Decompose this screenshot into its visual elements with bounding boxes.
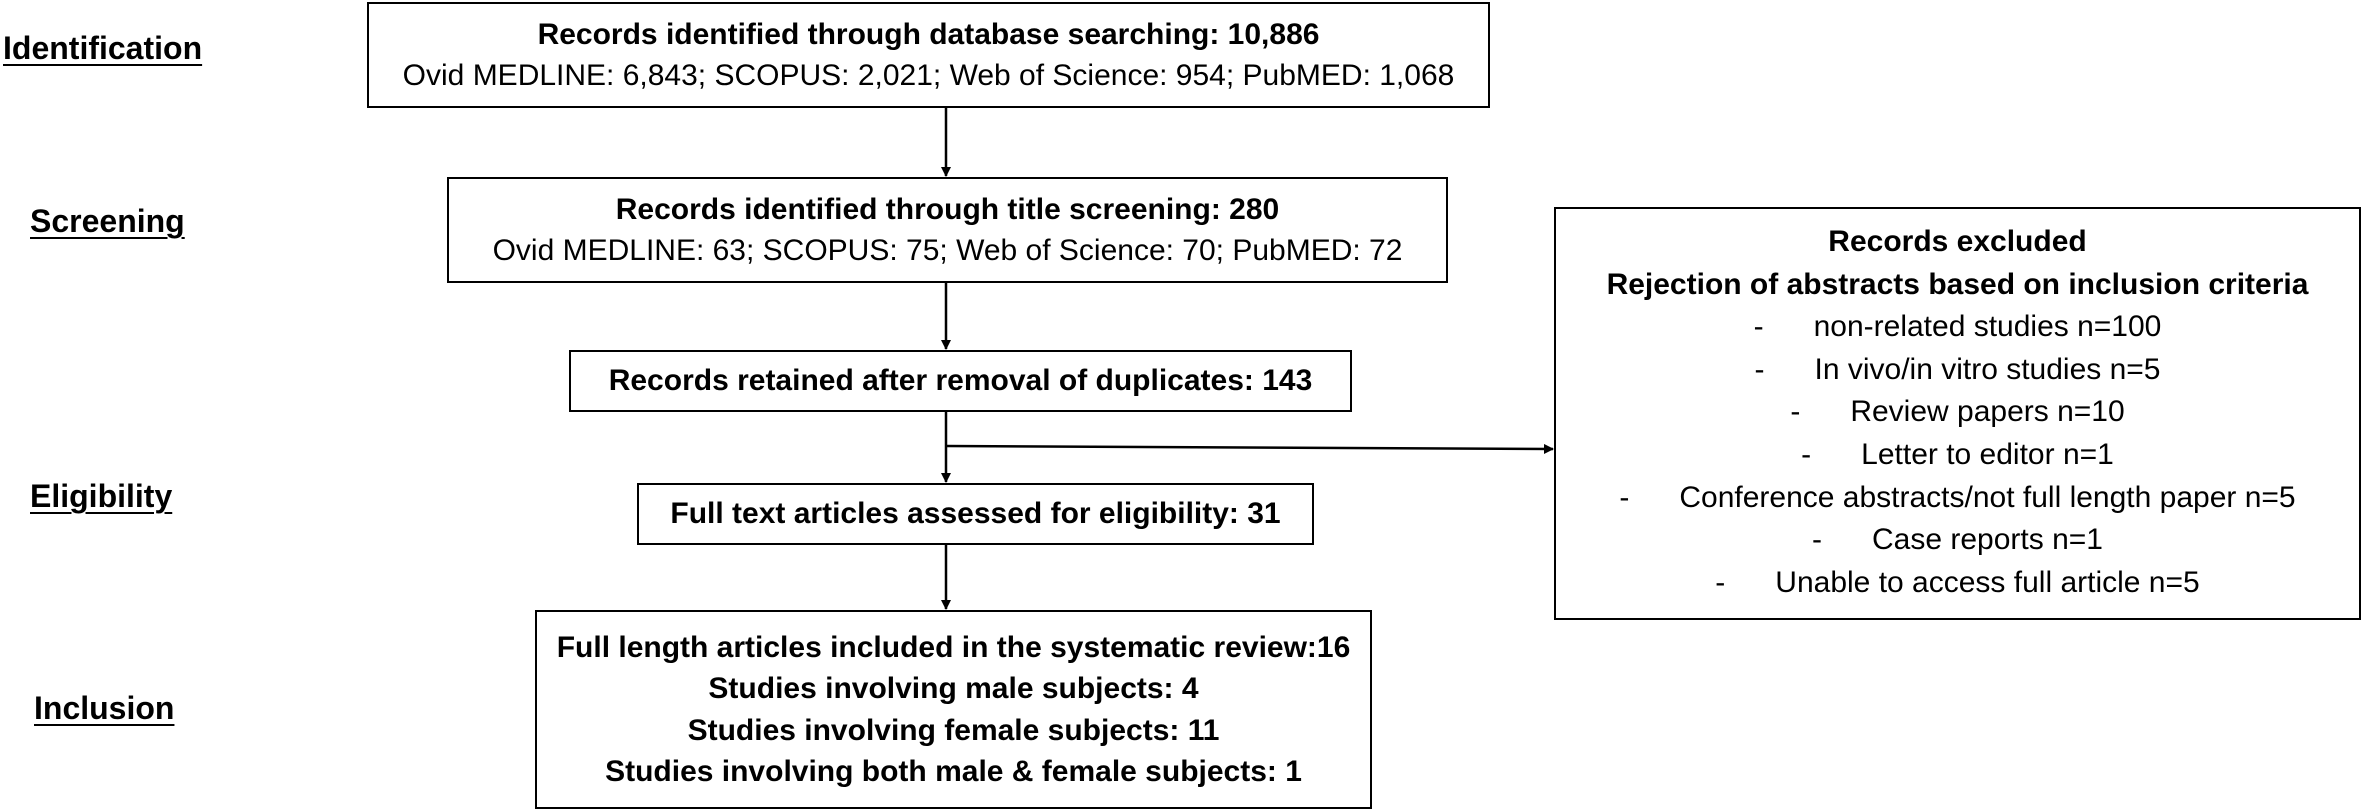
- phase-label-screening: Screening: [30, 203, 185, 239]
- included-line-1: Full length articles included in the sys…: [556, 630, 1351, 664]
- records-identified-detail: Ovid MEDLINE: 6,843; SCOPUS: 2,021; Web …: [402, 59, 1455, 92]
- excluded-subtitle: Rejection of abstracts based on inclusio…: [1606, 267, 2309, 301]
- excluded-item: - Conference abstracts/not full length p…: [1619, 480, 2296, 514]
- phase-label-identification: Identification: [3, 30, 203, 66]
- box-included-studies: Full length articles included in the sys…: [535, 610, 1372, 809]
- excluded-item: - Letter to editor n=1: [1801, 437, 2114, 471]
- box-deduplicated: Records retained after removal of duplic…: [569, 350, 1352, 412]
- title-screening-title: Records identified through title screeni…: [615, 192, 1280, 226]
- phase-label-inclusion: Inclusion: [34, 690, 175, 726]
- excluded-item: - Unable to access full article n=5: [1715, 565, 2200, 599]
- title-screening-detail: Ovid MEDLINE: 63; SCOPUS: 75; Web of Sci…: [492, 234, 1403, 267]
- included-line-2: Studies involving male subjects: 4: [708, 672, 1199, 706]
- excluded-item: - Case reports n=1: [1812, 523, 2103, 557]
- deduplicated-title: Records retained after removal of duplic…: [608, 364, 1313, 398]
- box-title-screening: Records identified through title screeni…: [447, 177, 1448, 283]
- phase-label-eligibility: Eligibility: [30, 478, 173, 514]
- arrow-to-excluded: [945, 443, 1554, 454]
- included-line-3: Studies involving female subjects: 11: [687, 713, 1220, 747]
- excluded-title: Records excluded: [1828, 225, 2087, 258]
- included-line-4: Studies involving both male & female sub…: [605, 754, 1302, 788]
- box-records-excluded: Records excluded Rejection of abstracts …: [1554, 207, 2361, 620]
- excluded-item: - In vivo/in vitro studies n=5: [1754, 352, 2161, 386]
- box-records-identified: Records identified through database sear…: [367, 2, 1490, 108]
- excluded-item: - Review papers n=10: [1790, 395, 2125, 429]
- full-text-title: Full text articles assessed for eligibil…: [670, 497, 1281, 531]
- records-identified-title: Records identified through database sear…: [537, 17, 1320, 51]
- excluded-item: - non-related studies n=100: [1753, 310, 2162, 344]
- box-full-text-assessed: Full text articles assessed for eligibil…: [637, 483, 1314, 545]
